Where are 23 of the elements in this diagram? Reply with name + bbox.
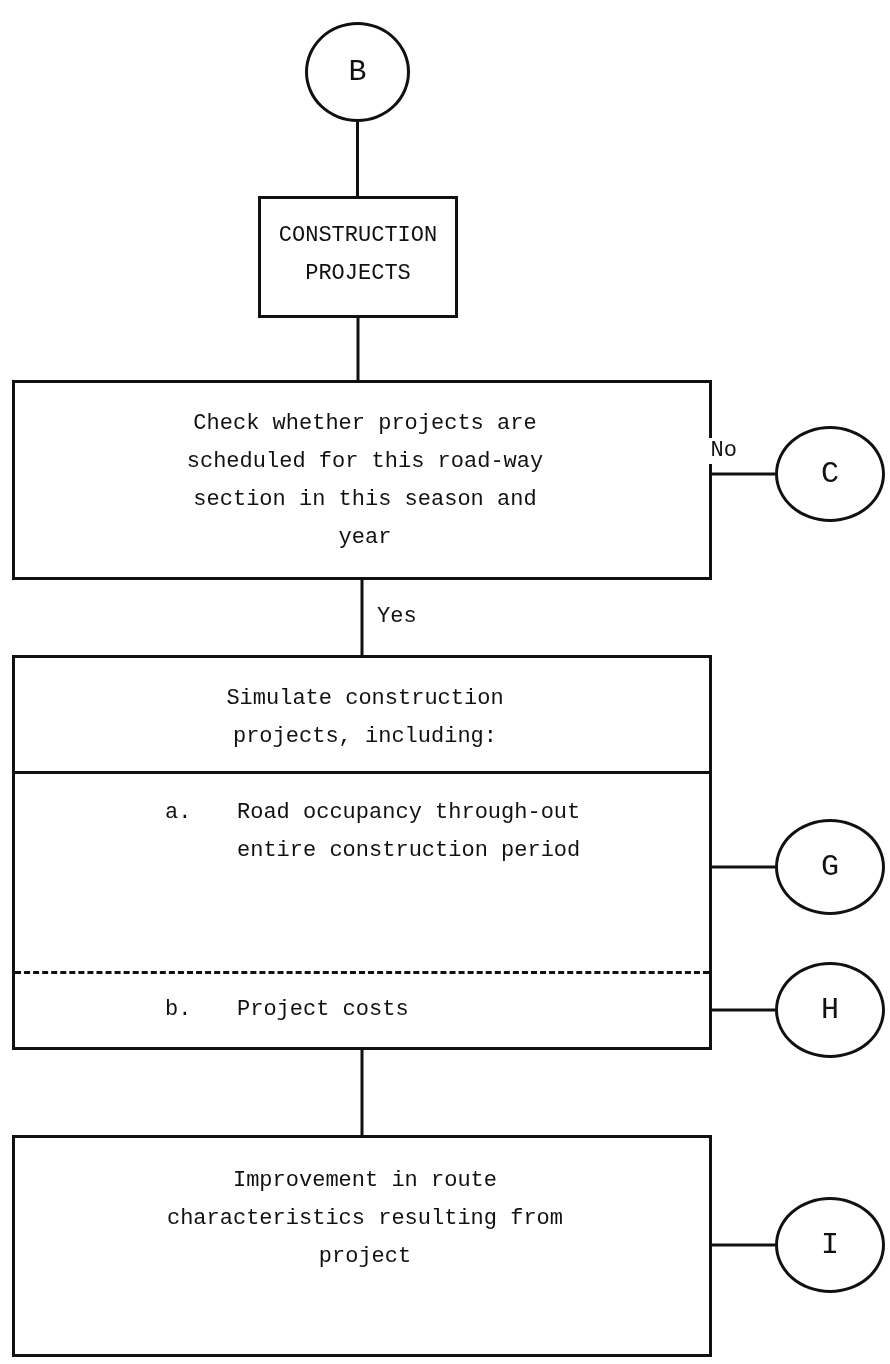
box-text: Road occupancy through-out entire construction period [237,799,582,865]
connector-letter: B [348,55,367,89]
process-box [12,380,712,580]
connector-line [360,1050,364,1135]
connector-line [356,122,359,196]
process-box [258,196,458,318]
connector-letter: G [821,850,839,884]
connector-letter: C [821,457,839,491]
process-box [12,1135,712,1357]
box-text: Improvement in route characteristics resulting from project [165,1167,565,1271]
box-text: Check whether projects are scheduled for this road-way section in this season and year [185,410,545,552]
connector-letter: I [821,1228,839,1262]
connector-line [360,580,364,655]
box-text: CONSTRUCTION PROJECTS [277,222,439,288]
connector-line [712,1243,775,1247]
connector-letter: H [821,993,839,1027]
box-text: a. [165,799,193,827]
box-text: Simulate construction projects, including: [225,685,505,751]
process-box [12,655,712,1050]
box-text: b. [165,996,193,1024]
connector-line [356,318,360,380]
box-text: Project costs [237,996,410,1024]
connector-line [712,472,775,476]
